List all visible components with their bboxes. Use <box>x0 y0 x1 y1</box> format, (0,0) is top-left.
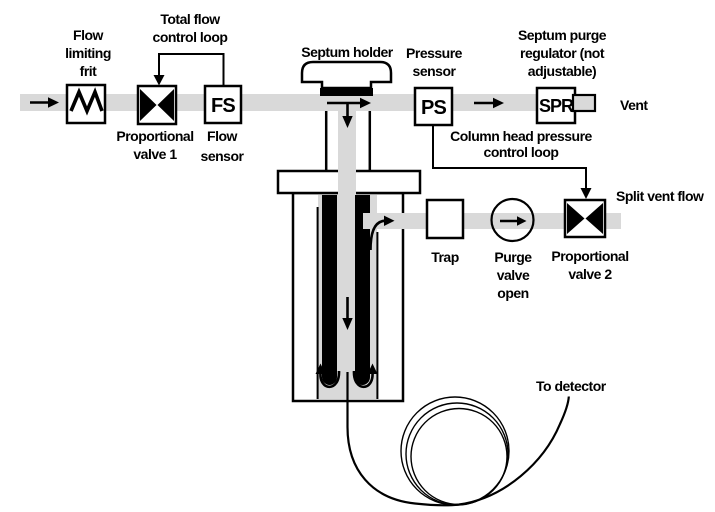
label-trap: Trap <box>431 249 459 265</box>
label-line: sensor <box>201 148 245 164</box>
valve-bowtie-right <box>157 89 174 121</box>
proportional-valve-2-symbol <box>563 198 607 239</box>
flow-sensor-abbr: FS <box>211 95 235 117</box>
septum <box>320 88 373 96</box>
label-line: sensor <box>413 63 457 79</box>
purge-valve-flow-arrow <box>500 216 527 226</box>
label-proportional-valve-1: Proportional valve 1 <box>116 128 194 162</box>
valve-bowtie-right <box>585 203 603 234</box>
label-line: control loop <box>484 144 559 160</box>
label-pressure-sensor: Pressure sensor <box>406 45 463 79</box>
valve-bowtie-left <box>140 89 157 121</box>
septum-purge-regulator-abbr: SPR <box>539 96 574 116</box>
label-line: control loop <box>153 29 228 45</box>
label-line: Pressure <box>406 45 463 61</box>
inlet-center-channel <box>338 96 356 199</box>
label-line: adjustable) <box>528 63 596 79</box>
label-line: Septum purge <box>518 27 607 43</box>
label-line: Column head pressure <box>450 128 592 144</box>
pressure-sensor-abbr: PS <box>421 97 447 119</box>
label-line: valve <box>497 267 530 283</box>
label-septum-purge-regulator: Septum purge regulator (not adjustable) <box>518 27 607 79</box>
label-vent: Vent <box>620 97 648 113</box>
label-line: regulator (not <box>520 45 605 61</box>
flow-limiting-frit-symbol <box>65 83 107 125</box>
septum-purge-flow-arrow <box>474 97 504 109</box>
label-line: limiting <box>65 45 111 61</box>
septum-holder-shape <box>300 60 393 90</box>
column-coil <box>400 396 510 506</box>
label-line: open <box>497 285 528 301</box>
total-flow-control-loop-wire <box>153 53 225 86</box>
liner-uturn-arrow-right <box>352 363 378 389</box>
inlet-flow-arrow <box>30 97 59 108</box>
purge-valve-symbol <box>490 197 535 243</box>
pressure-sensor-box: PS <box>413 86 454 127</box>
label-line: Flow <box>73 27 103 43</box>
tee-flow-arrow <box>327 97 371 128</box>
label-line: valve 1 <box>133 146 177 162</box>
label-line: Flow <box>207 128 237 144</box>
purge-port-arrow <box>369 215 395 251</box>
label-line: valve 2 <box>568 266 612 282</box>
trap-box <box>425 198 465 240</box>
label-septum-holder: Septum holder <box>301 44 394 60</box>
label-column-head-pressure-control-loop: Column head pressure control loop <box>450 128 593 160</box>
liner-down-arrow <box>342 297 353 330</box>
liner-wall-left <box>322 195 337 385</box>
loop-arrowhead-icon <box>153 75 165 86</box>
valve-bowtie-left <box>567 203 585 234</box>
label-line: frit <box>80 63 98 79</box>
label-line: Purge <box>494 249 532 265</box>
liner-wall-right <box>355 195 370 385</box>
label-proportional-valve-2: Proportional valve 2 <box>551 248 629 282</box>
label-split-vent-flow: Split vent flow <box>616 188 704 204</box>
flow-sensor-box: FS <box>203 84 243 125</box>
label-line: Proportional <box>116 128 193 144</box>
label-to-detector: To detector <box>536 378 607 394</box>
frit-zigzag-icon <box>69 87 104 116</box>
label-line: Proportional <box>551 248 628 264</box>
label-purge-valve-open: Purge valve open <box>494 249 532 301</box>
label-flow-sensor: Flow sensor <box>201 128 245 164</box>
label-line: Total flow <box>160 11 220 27</box>
loop-arrowhead-icon <box>580 188 592 199</box>
label-total-flow-control-loop: Total flow control loop <box>153 11 228 45</box>
column-head-pressure-control-loop-wire <box>432 125 592 199</box>
liner-uturn-arrow-left <box>315 363 341 389</box>
septum-purge-regulator-box: SPR <box>535 86 577 125</box>
label-flow-limiting-frit: Flow limiting frit <box>65 27 111 79</box>
vent-stub <box>571 93 597 113</box>
proportional-valve-1-symbol <box>136 84 178 126</box>
